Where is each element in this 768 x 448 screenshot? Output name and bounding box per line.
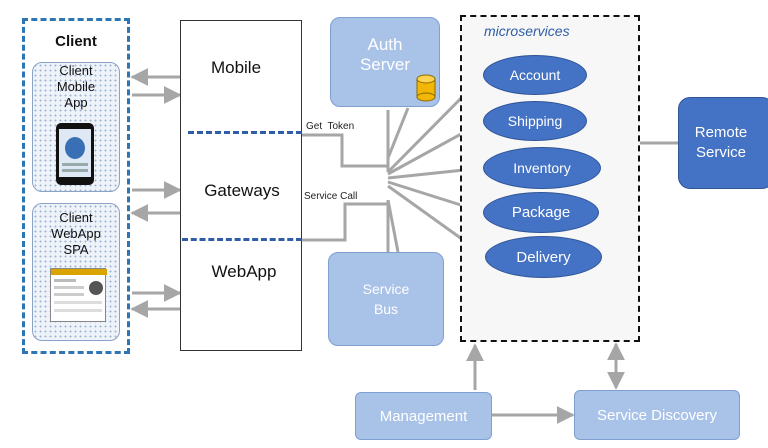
- client-webapp-label: Client WebApp SPA: [51, 210, 101, 257]
- service-call-label: Service Call: [304, 191, 358, 202]
- gateway-divider-bottom: [182, 238, 302, 241]
- client-title: Client: [55, 33, 97, 50]
- gateway-mobile-label[interactable]: Mobile: [210, 58, 262, 77]
- service-call-connector: [302, 202, 388, 242]
- delivery-service-label: Delivery: [516, 248, 571, 266]
- shipping-service-label: Shipping: [507, 113, 563, 129]
- microservices-title: microservices: [484, 23, 570, 39]
- remote-service-label: Remote Service: [694, 124, 748, 161]
- auth-server-box[interactable]: Auth Server: [330, 17, 440, 107]
- management-box[interactable]: Management: [355, 392, 492, 440]
- account-service-label: Account: [509, 67, 561, 83]
- service-discovery-box[interactable]: Service Discovery: [574, 390, 740, 440]
- get-token-label: Get Token: [306, 121, 355, 132]
- inventory-service[interactable]: Inventory: [483, 147, 601, 189]
- service-bus-label: Service Bus: [362, 281, 410, 317]
- database-icon-svg: [416, 74, 436, 102]
- package-service-label: Package: [511, 204, 571, 221]
- gateway-divider-top: [188, 131, 302, 134]
- gateway-box: [180, 20, 302, 351]
- remote-service-box[interactable]: Remote Service: [678, 97, 768, 189]
- database-icon: [416, 74, 436, 102]
- management-label: Management: [379, 407, 468, 425]
- gateway-webapp-label[interactable]: WebApp: [211, 262, 277, 281]
- service-bus-box[interactable]: Service Bus: [328, 252, 444, 346]
- webpage-image: [50, 268, 107, 322]
- phone-image: [56, 123, 94, 185]
- client-container: [22, 18, 130, 354]
- get-token-connector: [302, 133, 388, 168]
- client-mobile-app-label: Client Mobile App: [56, 63, 96, 110]
- delivery-service[interactable]: Delivery: [485, 236, 602, 278]
- shipping-service[interactable]: Shipping: [483, 101, 587, 141]
- hub-to-auth-diag: [386, 107, 410, 159]
- hub-to-bus-diag: [386, 199, 400, 253]
- inventory-service-label: Inventory: [513, 160, 571, 176]
- account-service[interactable]: Account: [483, 55, 587, 95]
- package-service[interactable]: Package: [483, 192, 599, 233]
- service-discovery-label: Service Discovery: [596, 406, 718, 424]
- gateway-gateways-label[interactable]: Gateways: [204, 181, 280, 200]
- auth-server-label: Auth Server: [359, 35, 411, 74]
